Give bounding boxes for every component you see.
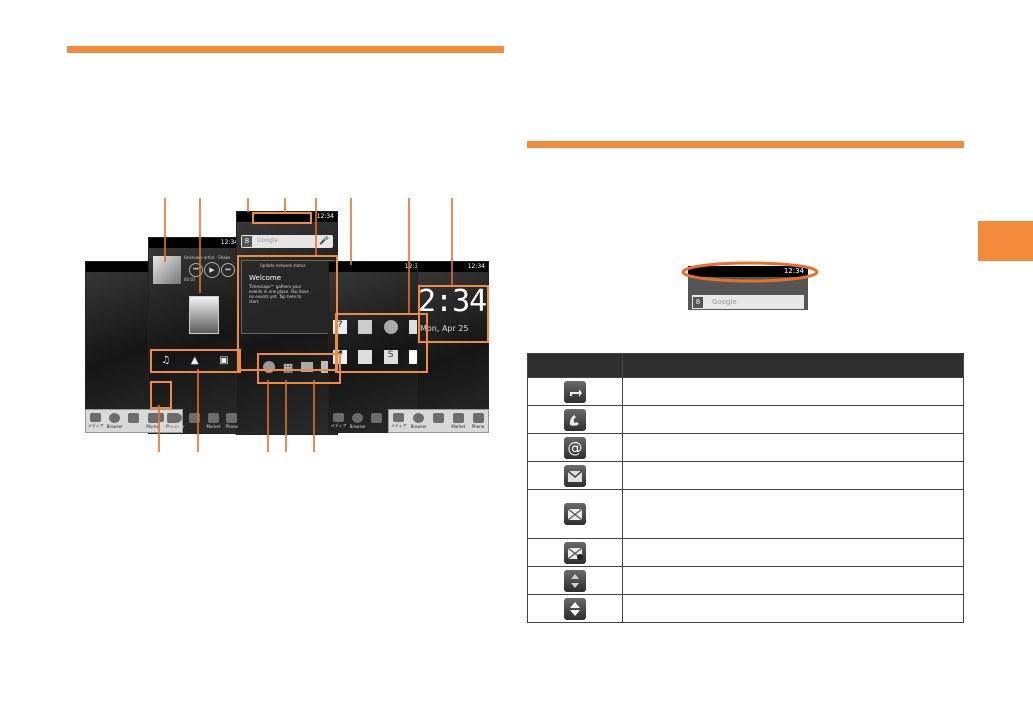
video-icon[interactable]: ▣ (219, 354, 229, 366)
highlight-media-dock (150, 381, 172, 409)
dock-apps[interactable] (431, 413, 445, 429)
table-cell (622, 461, 964, 490)
home-panel-far-right: 12:34 2:34 Mon, Apr 25 (418, 262, 488, 432)
market-icon[interactable] (301, 362, 314, 372)
date-label: Mon, Apr 25 (420, 324, 469, 333)
dock-apps[interactable] (188, 413, 202, 429)
dock-apps[interactable] (370, 413, 384, 429)
table-header-description (622, 353, 964, 378)
section-rule-left (67, 46, 504, 53)
photo-widget[interactable] (189, 296, 219, 334)
preview-search-placeholder: Google (712, 298, 737, 306)
google-logo-icon: 8 (693, 297, 703, 308)
table-header-icon (527, 353, 623, 378)
dock-phone[interactable]: Phone (471, 413, 485, 429)
table-cell (622, 433, 964, 462)
table-row (527, 405, 964, 434)
music-prev-button[interactable]: ⏮ (189, 263, 203, 277)
chapter-tab (978, 221, 1033, 261)
google-search-bar[interactable]: 8 Google 🎤 (241, 235, 333, 248)
sync-active-icon (564, 597, 586, 620)
home-panel-far-left (86, 262, 152, 432)
app-grid-icon[interactable]: ▦ (282, 360, 294, 374)
highlight-status-bar (252, 212, 312, 224)
dock-apps[interactable] (127, 413, 141, 429)
preview-highlight-oval (681, 261, 819, 283)
search-placeholder: Google (257, 237, 279, 244)
home-panel-center: 12:34 8 Google 🎤 Update network status W… (237, 212, 337, 434)
highlight-clock (418, 285, 489, 343)
welcome-title: Welcome (249, 274, 282, 282)
mic-icon[interactable]: 🎤 (319, 236, 329, 245)
media-shortcuts: ♫ ▲ ▣ (151, 350, 239, 370)
store-app-icon[interactable] (383, 320, 398, 334)
table-row (527, 461, 964, 490)
upload-icon (564, 380, 586, 403)
music-play-button[interactable]: ▶ (204, 262, 220, 278)
timescape-widget[interactable]: Update network status Welcome Timescape™… (241, 260, 335, 334)
update-status-label: Update network status (260, 263, 306, 268)
table-row (527, 594, 964, 623)
dock-browser[interactable]: Browser (168, 413, 185, 429)
indicator-table: @ (527, 353, 964, 623)
highlight-dock-center (257, 353, 341, 384)
message-error-icon (564, 541, 586, 564)
table-cell (622, 377, 964, 406)
sync-icon (564, 569, 586, 592)
table-cell (622, 538, 964, 567)
big-clock: 2:34 (418, 284, 487, 319)
jibe-app-icon[interactable] (358, 350, 373, 364)
table-row (527, 377, 964, 406)
music-next-button[interactable]: ⏭ (221, 263, 235, 277)
dock-market[interactable]: Market (206, 413, 220, 429)
gallery-icon[interactable]: ▲ (190, 354, 199, 366)
music-track-label: Unknown artist · Shake (184, 255, 231, 260)
table-row (527, 566, 964, 595)
table-row (527, 538, 964, 567)
phone-call-icon (564, 408, 586, 431)
dock-browser[interactable]: Browser (411, 413, 427, 429)
dock-left-inner: メディア Browser Market Phone (149, 410, 241, 432)
table-header-row (527, 353, 964, 378)
preview-search-bar[interactable]: 8 Google (692, 295, 804, 309)
table-cell (622, 566, 964, 595)
dock-media[interactable]: メディア (391, 413, 407, 429)
home-panel-right: 12:34 ? f S (329, 262, 425, 432)
email-at-icon: @ (564, 436, 586, 459)
table-cell (622, 594, 964, 623)
status-bar-preview: 12:34 8 Google (688, 266, 808, 310)
table-cell (622, 489, 964, 539)
welcome-body: Timescape™ gathers your events in one pl… (249, 284, 309, 304)
dock-media[interactable]: メディア (331, 413, 346, 429)
dock-media[interactable]: メディア (88, 413, 103, 429)
home-panel-left: 12:34 Unknown artist · Shake 00:07 ⏮ ▶ ⏭… (149, 238, 241, 433)
dock-right: メディア Browser Market Phone (389, 410, 488, 432)
album-art (153, 256, 181, 284)
message-icon (564, 503, 586, 525)
gmail-icon (564, 464, 586, 487)
highlight-apps (335, 313, 428, 373)
camping-app-icon[interactable] (358, 320, 373, 334)
preview-clock: 12:34 (783, 267, 804, 275)
dock-media[interactable]: メディア (150, 413, 166, 429)
dock-browser[interactable]: Browser (350, 413, 366, 429)
music-note-icon[interactable]: ♫ (161, 354, 171, 366)
table-row: @ (527, 433, 964, 462)
preview-status-bar: 12:34 (688, 266, 808, 277)
section-rule-right (527, 141, 964, 148)
dock-phone[interactable]: Phone (225, 413, 239, 429)
dock-browser[interactable]: Browser (107, 413, 123, 429)
highlight-media-shortcuts (150, 349, 241, 373)
skype-app-icon[interactable]: S (383, 350, 398, 364)
table-cell (622, 405, 964, 434)
google-logo-icon: 8 (242, 236, 252, 247)
callout-lines (158, 198, 453, 452)
table-row (527, 489, 964, 539)
music-time: 00:07 (184, 277, 196, 282)
dock-market[interactable]: Market (451, 413, 465, 429)
